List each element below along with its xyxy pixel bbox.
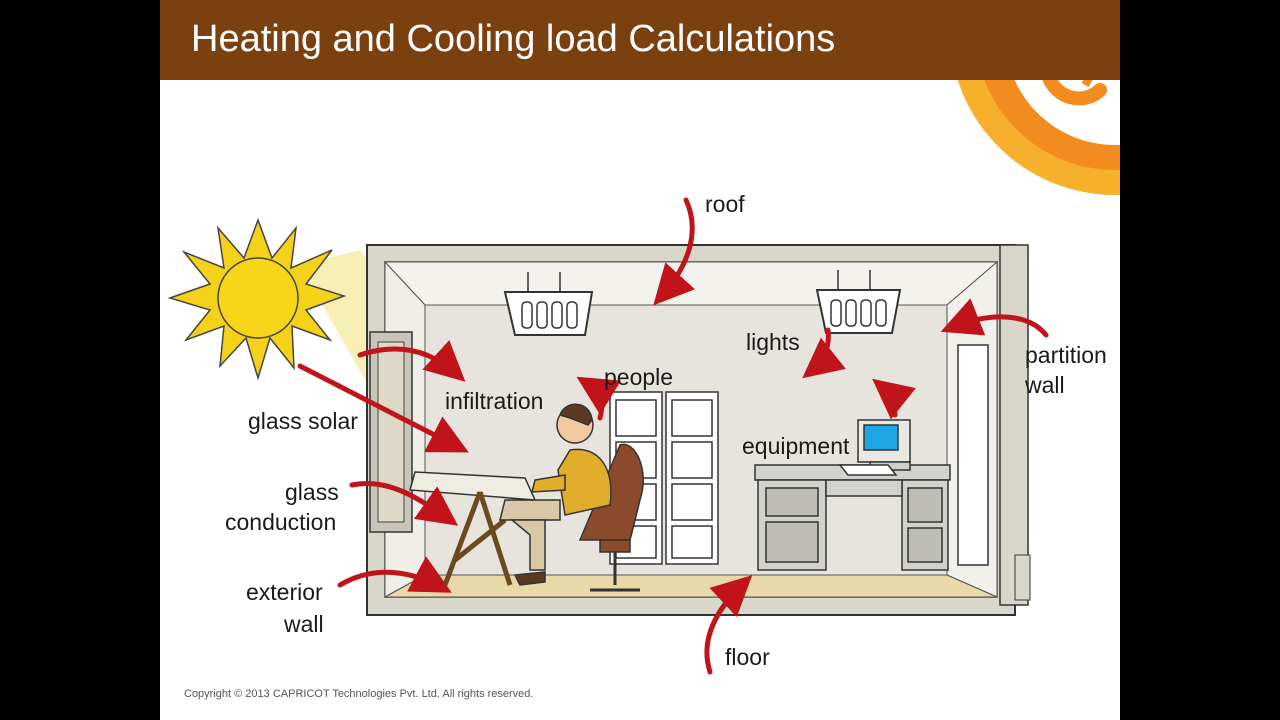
- label-glass-solar: glass solar: [248, 408, 358, 434]
- title-bar: Heating and Cooling load Calculations: [160, 0, 1120, 80]
- arrow-partition: [940, 298, 1049, 338]
- label-glass-conduction-1: glass: [285, 479, 339, 505]
- copyright-notice: Copyright © 2013 CAPRICOT Technologies P…: [184, 688, 534, 700]
- person-at-desk: [499, 403, 644, 592]
- label-infiltration: infiltration: [445, 388, 543, 414]
- arrow-lights: [802, 327, 846, 379]
- arrow-floor: [704, 575, 753, 675]
- arrow-glass-conduction: [349, 480, 459, 526]
- label-floor: floor: [725, 644, 770, 670]
- slide-title: Heating and Cooling load Calculations: [191, 18, 836, 60]
- office-desk: [754, 464, 951, 571]
- arrow-equipment: [872, 378, 916, 420]
- label-lights: lights: [746, 329, 800, 355]
- slide: roof lights partition wall people infilt…: [160, 0, 1120, 720]
- diagram-labels: roof lights partition wall people infilt…: [225, 191, 1107, 670]
- sun-icon: [167, 217, 347, 381]
- label-roof: roof: [705, 191, 745, 217]
- label-exterior-wall-2: wall: [283, 611, 324, 637]
- arrow-roof: [653, 197, 695, 306]
- arrow-infiltration: [357, 340, 466, 382]
- label-people: people: [604, 364, 673, 390]
- arrow-exterior-wall: [337, 556, 452, 593]
- label-partition-1: partition: [1025, 342, 1107, 368]
- arrow-people: [576, 376, 622, 421]
- label-partition-2: wall: [1024, 372, 1065, 398]
- light-fixture-left: [503, 272, 594, 336]
- light-fixture-right: [815, 270, 902, 334]
- room-heat-load-diagram: roof lights partition wall people infilt…: [167, 0, 1120, 675]
- computer-icon: [838, 419, 911, 476]
- label-exterior-wall-1: exterior: [246, 579, 323, 605]
- heat-flow-arrows: [297, 197, 1049, 675]
- arrow-glass-solar: [297, 363, 469, 453]
- label-glass-conduction-2: conduction: [225, 509, 336, 535]
- label-equipment: equipment: [742, 433, 850, 459]
